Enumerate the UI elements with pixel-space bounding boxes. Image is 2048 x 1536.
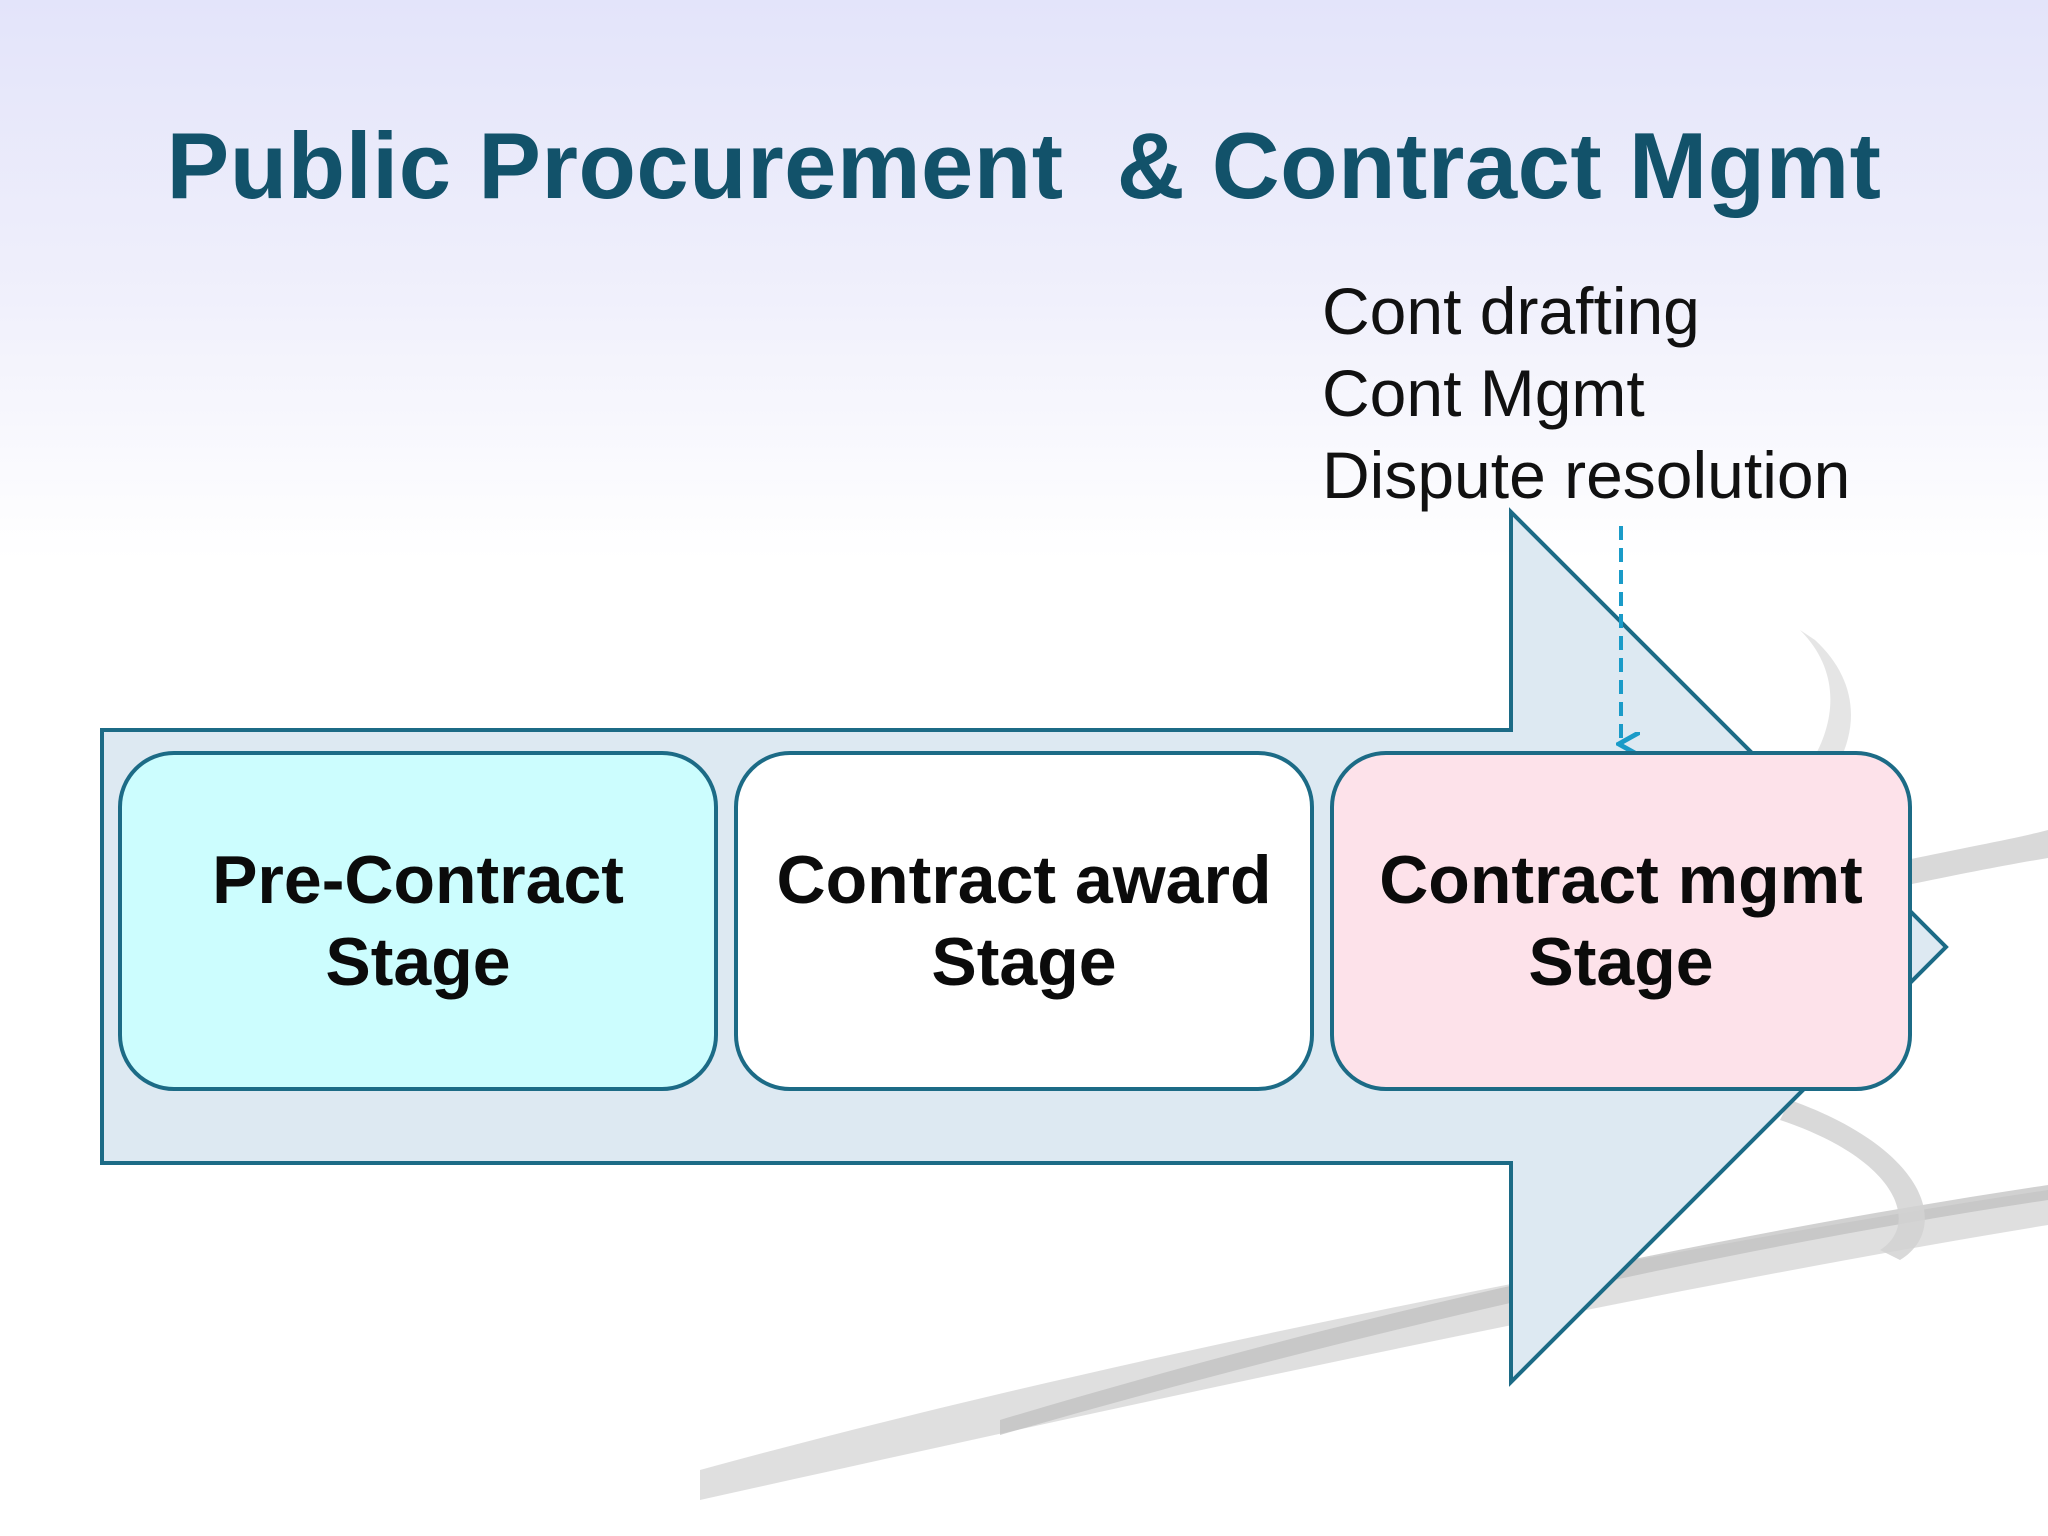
stage-label-line2: Stage — [931, 924, 1117, 1000]
swoosh-curve-lower — [1780, 1100, 1925, 1260]
stage-label-line2: Stage — [1528, 924, 1714, 1000]
pre-contract-stage-box: Pre-Contract Stage — [118, 751, 718, 1091]
contract-mgmt-notes: Cont drafting Cont Mgmt Dispute resoluti… — [1322, 270, 1850, 516]
contract-award-stage-box: Contract award Stage — [734, 751, 1314, 1091]
stage-label-line1: Contract award — [776, 842, 1272, 918]
stage-label-line1: Contract mgmt — [1379, 842, 1863, 918]
stage-label-line2: Stage — [325, 924, 511, 1000]
slide-title: Public Procurement & Contract Mgmt — [166, 113, 1882, 218]
note-cont-drafting: Cont drafting — [1322, 274, 1700, 348]
stage-label-line1: Pre-Contract — [212, 842, 624, 918]
contract-mgmt-stage-box: Contract mgmt Stage — [1330, 751, 1912, 1091]
note-dispute-resolution: Dispute resolution — [1322, 438, 1851, 512]
swoosh-band-middle — [1000, 1185, 2048, 1435]
note-cont-mgmt: Cont Mgmt — [1322, 356, 1645, 430]
